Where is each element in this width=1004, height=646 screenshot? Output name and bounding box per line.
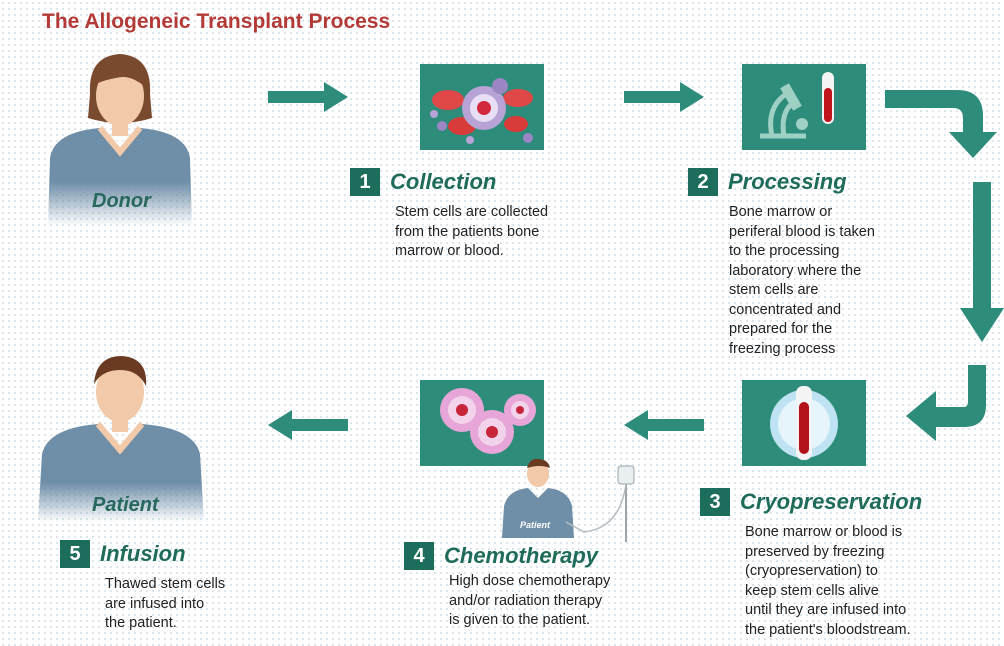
step-1-title: Collection: [390, 169, 496, 195]
step-2-description: Bone marrow or periferal blood is taken …: [729, 203, 875, 359]
processing-image: [742, 64, 866, 150]
step-5-title: Infusion: [100, 541, 186, 567]
damaged-cells-icon: [420, 380, 544, 466]
step-4-description: High dose chemotherapy and/or radiation …: [449, 572, 610, 631]
arrow-donor-to-collection: [268, 82, 348, 112]
chemo-patient-label: Patient: [520, 520, 550, 530]
patient-label: Patient: [92, 494, 159, 517]
step-2-number: 2: [688, 168, 718, 196]
microscope-tube-icon: [742, 64, 866, 150]
step-1-header: 1 Collection: [350, 168, 496, 196]
arrow-collection-to-processing: [624, 82, 704, 112]
collection-image: [420, 64, 544, 150]
step-3-number: 3: [700, 488, 730, 516]
chemotherapy-image: [420, 380, 544, 466]
arrow-right-vertical: [960, 182, 1004, 342]
step-2-title: Processing: [728, 169, 847, 195]
diagram-title: The Allogeneic Transplant Process: [42, 10, 390, 34]
step-5-header: 5 Infusion: [60, 540, 186, 568]
step-4-title: Chemotherapy: [444, 543, 598, 569]
donor-figure: Donor: [40, 48, 220, 228]
frozen-tube-icon: [742, 380, 866, 466]
arrow-cryopreservation-to-chemotherapy: [624, 410, 704, 440]
blood-cells-icon: [420, 64, 544, 150]
arrow-processing-down: [885, 88, 1004, 160]
step-3-title: Cryopreservation: [740, 489, 922, 515]
donor-label: Donor: [92, 190, 151, 213]
arrow-to-cryopreservation: [906, 365, 1004, 441]
step-2-header: 2 Processing: [688, 168, 847, 196]
iv-patient-icon: [494, 458, 644, 542]
step-4-number: 4: [404, 542, 434, 570]
chemo-patient-figure: Patient: [494, 458, 644, 542]
patient-figure: Patient: [34, 354, 224, 524]
step-1-number: 1: [350, 168, 380, 196]
cryopreservation-image: [742, 380, 866, 466]
step-5-description: Thawed stem cells are infused into the p…: [105, 575, 225, 634]
step-3-description: Bone marrow or blood is preserved by fre…: [745, 523, 911, 640]
arrow-chemotherapy-to-patient: [268, 410, 348, 440]
step-5-number: 5: [60, 540, 90, 568]
step-4-header: 4 Chemotherapy: [404, 542, 598, 570]
step-3-header: 3 Cryopreservation: [700, 488, 922, 516]
step-1-description: Stem cells are collected from the patien…: [395, 203, 548, 262]
